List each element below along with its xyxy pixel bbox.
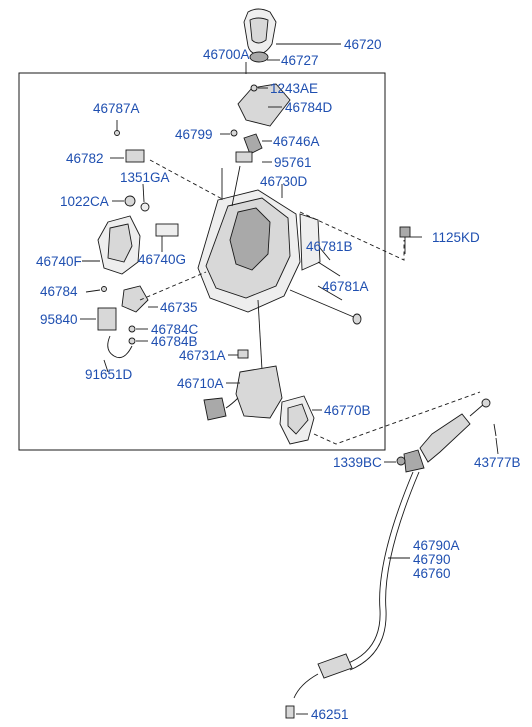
label-46730D: 46730D <box>260 174 308 189</box>
pin-46784[interactable] <box>101 286 107 292</box>
clip-46740G[interactable] <box>155 223 179 237</box>
label-46731A: 46731A <box>179 348 226 363</box>
pin-46781B[interactable] <box>317 261 341 277</box>
label-46784B: 46784B <box>151 334 198 349</box>
label-95840: 95840 <box>40 312 78 327</box>
dashed-line-cable <box>313 391 481 445</box>
label-46781A: 46781A <box>322 279 369 294</box>
label-46781B: 46781B <box>306 239 353 254</box>
label-46784: 46784 <box>40 284 78 299</box>
label-46746A: 46746A <box>273 134 320 149</box>
wire-91651D[interactable] <box>107 335 133 359</box>
pin-46787A[interactable] <box>114 130 120 136</box>
label-1243AE: 1243AE <box>270 81 318 96</box>
washer-1351GA[interactable] <box>140 202 150 212</box>
pin-46781A[interactable] <box>289 289 362 325</box>
clip-46799[interactable] <box>230 129 238 137</box>
label-46700A: 46700A <box>203 47 250 62</box>
label-46740G: 46740G <box>138 252 186 267</box>
washer-1022CA[interactable] <box>124 195 136 207</box>
lever-46735[interactable] <box>121 285 149 313</box>
nut-1339BC[interactable] <box>396 456 406 466</box>
sensor-46782[interactable] <box>125 149 145 163</box>
label-1022CA: 1022CA <box>60 194 109 209</box>
label-1339BC: 1339BC <box>333 455 382 470</box>
label-46790A: 46790A <box>413 538 460 553</box>
label-1351GA: 1351GA <box>120 170 170 185</box>
label-43777B: 43777B <box>474 455 521 470</box>
label-46784C: 46784C <box>151 322 199 337</box>
label-46710A: 46710A <box>177 376 224 391</box>
shift-knob[interactable] <box>243 8 277 63</box>
shift-cable-46790[interactable] <box>293 398 491 699</box>
switch-95840[interactable] <box>97 307 117 331</box>
label-46735: 46735 <box>160 300 198 315</box>
label-46782: 46782 <box>66 151 104 166</box>
pin-46784C[interactable] <box>128 325 136 333</box>
bracket-46770B[interactable] <box>279 395 315 445</box>
bushing-46731A[interactable] <box>237 349 249 359</box>
label-46740F: 46740F <box>36 254 82 269</box>
label-1125KD: 1125KD <box>432 230 480 245</box>
label-46790: 46790 <box>413 552 451 567</box>
indicator-46740F[interactable] <box>97 215 141 275</box>
label-95761: 95761 <box>274 155 312 170</box>
lever-46710A[interactable] <box>203 299 283 421</box>
clip-46251[interactable] <box>285 705 295 719</box>
label-46784D: 46784D <box>285 100 333 115</box>
screw-1243AE[interactable] <box>250 84 258 92</box>
shift-lever-housing[interactable] <box>197 83 321 313</box>
label-46799: 46799 <box>175 127 213 142</box>
label-46727: 46727 <box>281 53 319 68</box>
dashed-line-1125KD <box>299 211 405 261</box>
connector-rod <box>231 165 241 207</box>
label-46720: 46720 <box>344 37 382 52</box>
label-46760: 46760 <box>413 566 451 581</box>
pin-46784B[interactable] <box>128 337 136 345</box>
label-46251: 46251 <box>311 707 349 722</box>
label-46770B: 46770B <box>324 403 371 418</box>
label-46787A: 46787A <box>93 101 140 116</box>
pin-43777B[interactable] <box>493 423 497 437</box>
label-91651D: 91651D <box>85 367 133 382</box>
assembly-frame <box>18 72 386 451</box>
bolt-1125KD[interactable] <box>399 226 411 254</box>
